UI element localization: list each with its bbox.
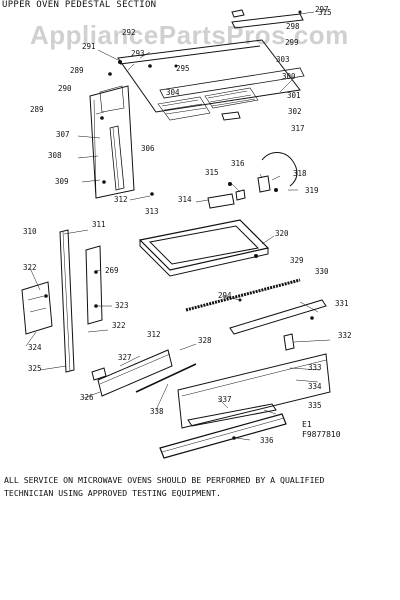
cable-317 bbox=[261, 152, 298, 187]
part-label-309: 309 bbox=[55, 177, 69, 186]
service-notice: ALL SERVICE ON MICROWAVE OVENS SHOULD BE… bbox=[4, 474, 396, 500]
diagram-code: E1 F9877810 bbox=[302, 420, 341, 440]
part-label-299: 299 bbox=[285, 38, 299, 47]
part-label-303: 303 bbox=[276, 55, 290, 64]
part-label-290: 290 bbox=[58, 84, 72, 93]
part-label-298: 298 bbox=[286, 22, 300, 31]
part-label-334: 334 bbox=[308, 382, 322, 391]
part-label-328: 328 bbox=[198, 336, 212, 345]
part-label-289: 289 bbox=[70, 66, 84, 75]
part-label-312: 312 bbox=[114, 195, 128, 204]
part-label-330: 330 bbox=[315, 267, 329, 276]
part-label-322: 322 bbox=[23, 263, 37, 272]
part-label-301: 301 bbox=[287, 91, 301, 100]
part-332 bbox=[283, 333, 295, 351]
part-label-322: 322 bbox=[112, 321, 126, 330]
bracket-314 bbox=[207, 193, 235, 209]
panel-333 bbox=[177, 353, 331, 429]
top-trim-bar bbox=[231, 13, 304, 29]
service-notice-line2: TECHNICIAN USING APPROVED TESTING EQUIPM… bbox=[4, 488, 221, 498]
part-label-269: 269 bbox=[105, 266, 119, 275]
vent-grille-2 bbox=[204, 87, 259, 109]
panel-330 bbox=[229, 299, 327, 335]
part-label-335: 335 bbox=[308, 401, 322, 410]
part-302 bbox=[221, 111, 241, 121]
part-label-302: 302 bbox=[288, 107, 302, 116]
page-title: UPPER OVEN PEDESTAL SECTION bbox=[2, 0, 157, 10]
part-label-327: 327 bbox=[118, 353, 132, 362]
top-panel bbox=[117, 39, 301, 113]
base-336 bbox=[159, 413, 287, 459]
part-label-329: 329 bbox=[290, 256, 304, 265]
part-label-306: 306 bbox=[141, 144, 155, 153]
part-label-336: 336 bbox=[260, 436, 274, 445]
part-label-326: 326 bbox=[80, 393, 94, 402]
part-label-315: 315 bbox=[318, 8, 332, 17]
side-channel bbox=[109, 125, 125, 191]
part-label-314: 314 bbox=[178, 195, 192, 204]
part-label-324: 324 bbox=[28, 343, 42, 352]
part-label-307: 307 bbox=[56, 130, 70, 139]
door-326 bbox=[97, 349, 173, 397]
part-label-338: 338 bbox=[150, 407, 164, 416]
part-label-323: 323 bbox=[115, 301, 129, 310]
clip-297 bbox=[231, 9, 245, 18]
part-label-332: 332 bbox=[338, 331, 352, 340]
part-label-331: 331 bbox=[335, 299, 349, 308]
bracket-324 bbox=[21, 281, 53, 335]
part-label-337: 337 bbox=[218, 395, 232, 404]
part-label-291: 291 bbox=[82, 42, 96, 51]
tray-frame bbox=[138, 219, 270, 271]
part-label-310: 310 bbox=[23, 227, 37, 236]
front-strip bbox=[159, 67, 305, 99]
part-label-308: 308 bbox=[48, 151, 62, 160]
strip-335 bbox=[187, 403, 277, 427]
part-label-318: 318 bbox=[293, 169, 307, 178]
part-label-293: 293 bbox=[131, 49, 145, 58]
part-label-312: 312 bbox=[147, 330, 161, 339]
diagram-code-line2: F9877810 bbox=[302, 430, 341, 439]
diagram-code-line1: E1 bbox=[302, 420, 312, 429]
part-label-311: 311 bbox=[92, 220, 106, 229]
rail-310 bbox=[59, 229, 75, 373]
side-panel-left bbox=[89, 85, 135, 199]
watermark: AppliancePartsPros.com bbox=[30, 20, 349, 50]
part-label-289: 289 bbox=[30, 105, 44, 114]
part-label-304: 304 bbox=[166, 88, 180, 97]
part-label-295: 295 bbox=[176, 64, 190, 73]
part-label-320: 320 bbox=[275, 229, 289, 238]
part-label-316: 316 bbox=[231, 159, 245, 168]
part-label-300: 300 bbox=[282, 72, 296, 81]
part-label-319: 319 bbox=[305, 186, 319, 195]
vent-grille bbox=[157, 96, 211, 121]
part-label-292: 292 bbox=[122, 28, 136, 37]
part-label-294: 294 bbox=[218, 291, 232, 300]
part-label-317: 317 bbox=[291, 124, 305, 133]
rail-311 bbox=[85, 245, 103, 325]
service-notice-line1: ALL SERVICE ON MICROWAVE OVENS SHOULD BE… bbox=[4, 475, 325, 485]
panel-290 bbox=[99, 85, 125, 113]
bracket-316 bbox=[257, 175, 271, 193]
part-label-333: 333 bbox=[308, 363, 322, 372]
part-label-297: 297 bbox=[315, 5, 329, 14]
clip-315b bbox=[235, 189, 246, 201]
clip-327 bbox=[91, 367, 107, 381]
rod-338 bbox=[135, 363, 197, 393]
part-label-315: 315 bbox=[205, 168, 219, 177]
part-label-313: 313 bbox=[145, 207, 159, 216]
part-label-325: 325 bbox=[28, 364, 42, 373]
gasket-329 bbox=[185, 278, 301, 312]
